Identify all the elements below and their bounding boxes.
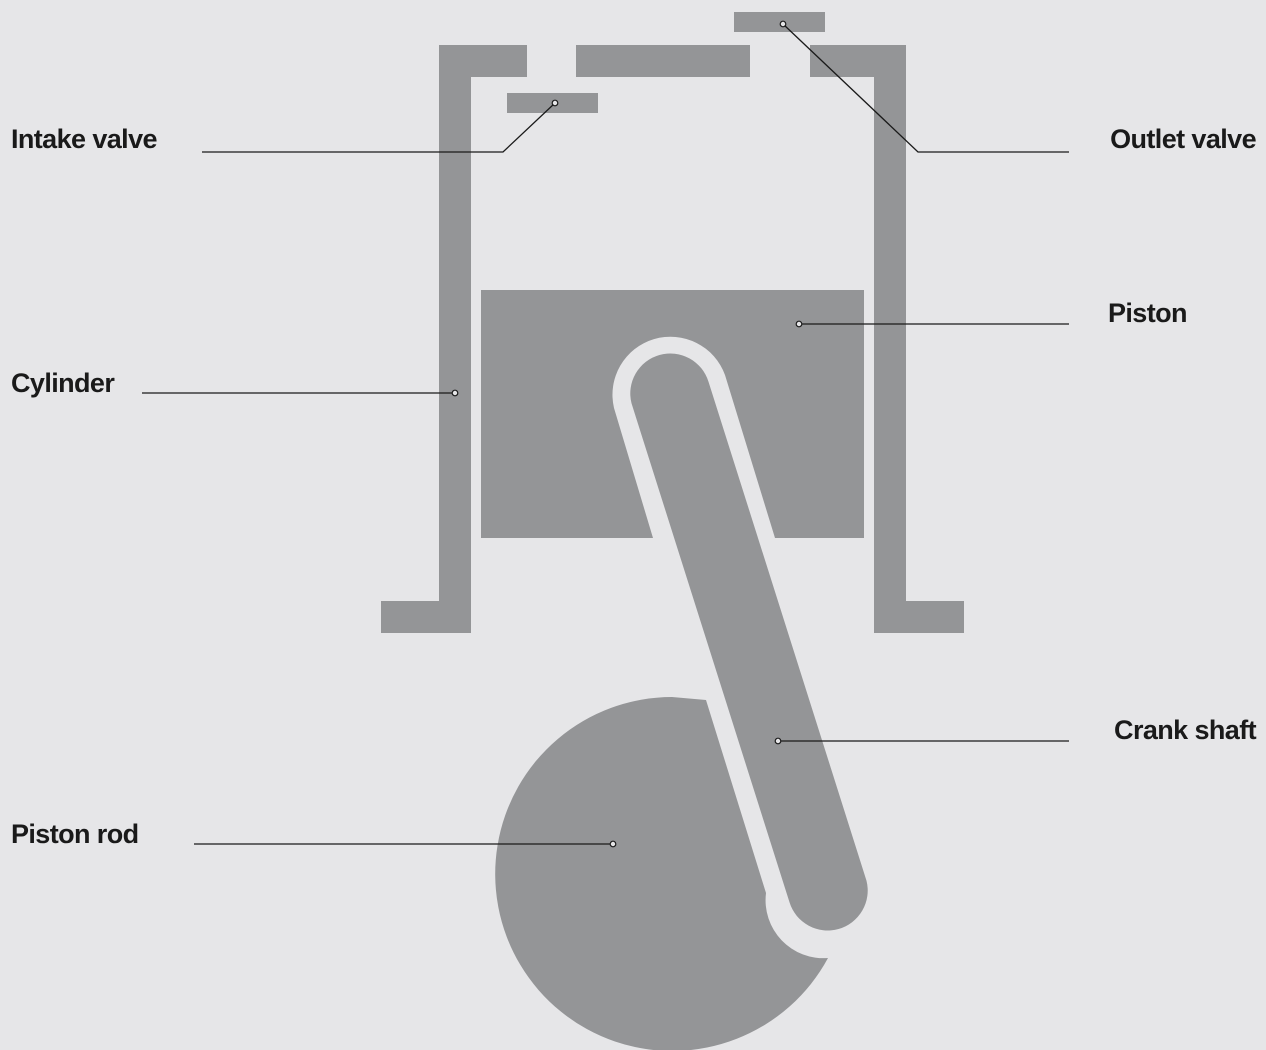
outlet-valve-leader — [782, 23, 1069, 153]
intake-valve-dot — [551, 99, 559, 107]
piston — [481, 290, 864, 538]
piston-rod-dot — [609, 840, 617, 848]
outlet-valve — [734, 12, 825, 32]
cylinder-left-wall — [381, 45, 527, 633]
crank-shaft-label: Crank shaft — [1114, 715, 1257, 745]
connecting-rod — [630, 353, 868, 931]
crank-shaft-dot — [774, 737, 782, 745]
cylinder — [381, 45, 964, 633]
piston-dot — [795, 320, 803, 328]
outlet-valve-label: Outlet valve — [1110, 124, 1256, 154]
intake-valve-leader — [202, 102, 556, 153]
cylinder-label: Cylinder — [11, 368, 115, 398]
cylinder-head-block — [576, 45, 750, 77]
cylinder-dot — [451, 389, 459, 397]
piston-rod-label: Piston rod — [11, 819, 139, 849]
outlet-valve-dot — [779, 20, 787, 28]
cylinder-right-wall — [810, 45, 964, 633]
intake-valve-label: Intake valve — [11, 124, 158, 154]
piston-label: Piston — [1108, 298, 1188, 328]
crank-disc — [495, 697, 828, 1050]
